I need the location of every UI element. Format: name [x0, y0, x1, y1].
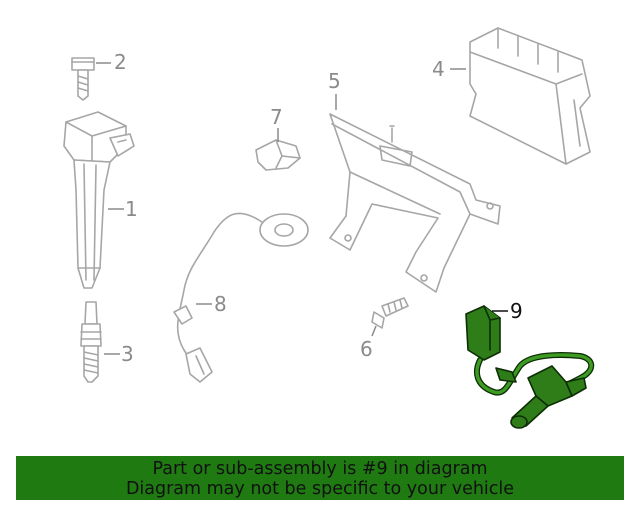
part-9-highlighted-sensor — [465, 305, 595, 429]
callout-9: 9 — [510, 299, 523, 323]
callout-4: 4 — [432, 57, 445, 81]
callout-3: 3 — [121, 342, 134, 366]
banner-line-2: Diagram may not be specific to your vehi… — [125, 479, 515, 499]
part-4-ecu — [469, 27, 591, 165]
callout-6: 6 — [360, 337, 373, 361]
part-8-knock-sensor — [173, 212, 309, 383]
part-1-ignition-coil — [63, 111, 135, 289]
callout-8: 8 — [214, 292, 227, 316]
callout-6-leader — [371, 325, 377, 337]
part-5-bracket — [329, 113, 501, 293]
part-7-sensor — [255, 139, 301, 171]
callout-2: 2 — [114, 50, 127, 74]
callout-7: 7 — [270, 105, 283, 129]
callout-5: 5 — [328, 69, 341, 93]
part-2-bolt — [71, 57, 95, 101]
highlight-info-banner: Part or sub-assembly is #9 in diagram Di… — [16, 456, 624, 500]
part-6-bolt — [371, 297, 409, 329]
banner-line-1: Part or sub-assembly is #9 in diagram — [152, 459, 488, 479]
part-3-spark-plug — [80, 301, 102, 383]
callout-1: 1 — [125, 197, 138, 221]
